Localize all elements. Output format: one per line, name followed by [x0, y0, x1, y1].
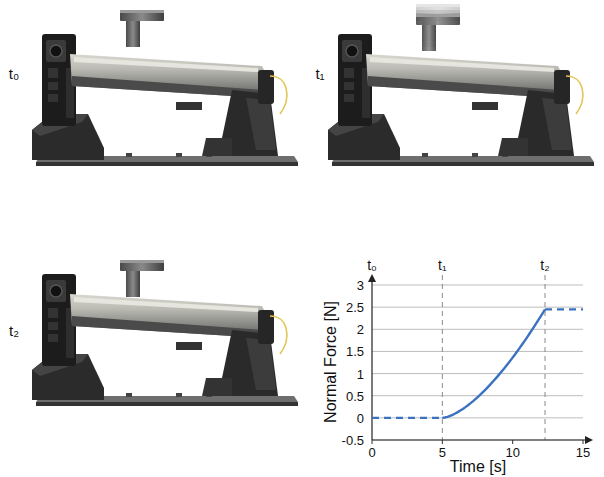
force-curve [372, 417, 442, 419]
force-curve [545, 308, 583, 310]
time-label: t₁ [438, 258, 447, 272]
tick-label: 0.5 [346, 389, 364, 402]
time-marker [545, 275, 546, 440]
grid-line [372, 307, 583, 308]
tick-label: 0 [357, 411, 364, 424]
tick-label: 5 [439, 446, 446, 459]
grid-line [372, 373, 583, 374]
time-marker [442, 275, 443, 440]
force-curve [442, 309, 545, 418]
tick-label: 10 [505, 446, 519, 459]
tick-label: 0 [368, 446, 375, 459]
test-stand [32, 260, 298, 406]
panel-label: t₀ [9, 66, 19, 81]
grid-line [372, 417, 583, 418]
tick-label: 1.5 [346, 345, 364, 358]
axis-title: Normal Force [N] [323, 301, 339, 423]
tick-label: 3 [357, 279, 364, 292]
grid-line [372, 351, 583, 352]
axis-arrow [585, 436, 593, 444]
tick-label: 15 [576, 446, 590, 459]
x-axis [372, 439, 587, 440]
panel-label: t₂ [9, 323, 19, 338]
axis-arrow [368, 274, 376, 282]
tick-label: 1 [357, 367, 364, 380]
grid-line [372, 285, 583, 286]
tick-label: 2 [357, 323, 364, 336]
axis-title: Time [s] [450, 459, 506, 475]
test-stand [32, 10, 298, 166]
time-label: t₂ [540, 258, 549, 272]
grid-line [372, 329, 583, 330]
panel-label: t₁ [315, 66, 324, 81]
test-stand [328, 4, 594, 166]
tick-label: 2.5 [346, 301, 364, 314]
tick-label: -0.5 [342, 434, 364, 447]
time-label: t₀ [367, 258, 377, 272]
y-axis [371, 281, 372, 440]
